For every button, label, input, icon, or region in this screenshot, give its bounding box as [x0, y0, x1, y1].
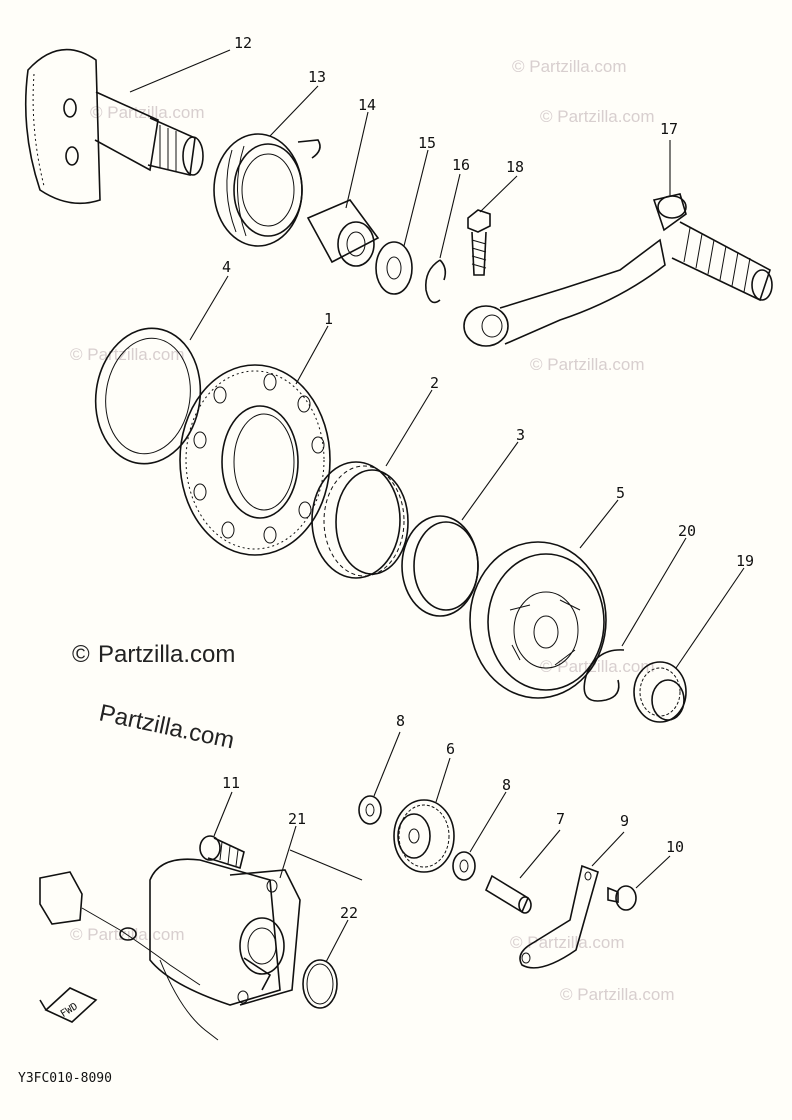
watermark-1: © Partzilla.com [512, 57, 627, 76]
part-starter-motor [149, 858, 301, 1006]
part-washer-8b-hole [459, 859, 469, 873]
part-circlip-16 [424, 259, 447, 304]
callout-18: 18 [506, 158, 524, 176]
callout-layer: 12 13 14 15 16 18 17 4 1 2 3 5 20 19 8 6… [222, 34, 754, 922]
callout-4: 4 [222, 258, 231, 276]
callout-17: 17 [660, 120, 678, 138]
watermark-2: © Partzilla.com [90, 103, 205, 122]
copyright-symbol: © [72, 641, 90, 668]
callout-8-upper: 8 [396, 712, 405, 730]
callout-11: 11 [222, 774, 240, 792]
callout-10: 10 [666, 838, 684, 856]
part-ring-3 [401, 515, 479, 617]
watermark-6: © Partzilla.com [540, 657, 655, 676]
watermark-layer: © Partzilla.com © Partzilla.com © Partzi… [70, 57, 675, 1004]
callout-14: 14 [358, 96, 376, 114]
callout-12: 12 [234, 34, 252, 52]
callout-6: 6 [446, 740, 455, 758]
callout-7: 7 [556, 810, 565, 828]
callout-19: 19 [736, 552, 754, 570]
part-oring-22 [302, 959, 338, 1009]
part-spring-20 [583, 649, 625, 702]
watermark-8: © Partzilla.com [510, 933, 625, 952]
part-plate-9 [519, 864, 599, 969]
part-bolt-11 [199, 835, 245, 870]
part-housing [213, 133, 321, 247]
part-screw-10 [607, 885, 637, 911]
part-washer-15 [375, 241, 413, 295]
callout-21: 21 [288, 810, 306, 828]
fwd-arrow-icon: FWD [39, 987, 98, 1023]
callout-2: 2 [430, 374, 439, 392]
part-washer-8b [452, 851, 476, 881]
watermark-main-2: Partzilla.com [97, 699, 237, 754]
part-washer-8a-hole [365, 803, 375, 817]
callout-13: 13 [308, 68, 326, 86]
callout-22: 22 [340, 904, 358, 922]
part-washer-8a [358, 795, 382, 825]
part-ring-4 [94, 327, 202, 465]
callout-16: 16 [452, 156, 470, 174]
watermark-main-1: Partzilla.com [98, 641, 235, 668]
callout-1: 1 [324, 310, 333, 328]
part-connector [39, 871, 219, 1041]
part-idler-gear [393, 799, 455, 873]
part-collar [306, 199, 380, 267]
watermark-5: © Partzilla.com [530, 355, 645, 374]
diagram-code: Y3FC010-8090 [18, 1071, 112, 1086]
callout-15: 15 [418, 134, 436, 152]
part-shaft-7 [484, 874, 532, 914]
callout-20: 20 [678, 522, 696, 540]
callout-8-lower: 8 [502, 776, 511, 794]
watermark-3: © Partzilla.com [540, 107, 655, 126]
callout-5: 5 [616, 484, 625, 502]
callout-9: 9 [620, 812, 629, 830]
watermark-9: © Partzilla.com [560, 985, 675, 1004]
part-ring-gear [179, 364, 331, 556]
part-clutch [469, 541, 607, 699]
callout-3: 3 [516, 426, 525, 444]
leader-lines [129, 49, 745, 963]
part-bolt-18 [467, 209, 491, 276]
part-bearing [311, 461, 409, 579]
part-gear-19 [633, 661, 687, 723]
part-kick-shaft [24, 48, 204, 205]
part-kick-lever [463, 193, 773, 347]
watermark-4: © Partzilla.com [70, 345, 185, 364]
